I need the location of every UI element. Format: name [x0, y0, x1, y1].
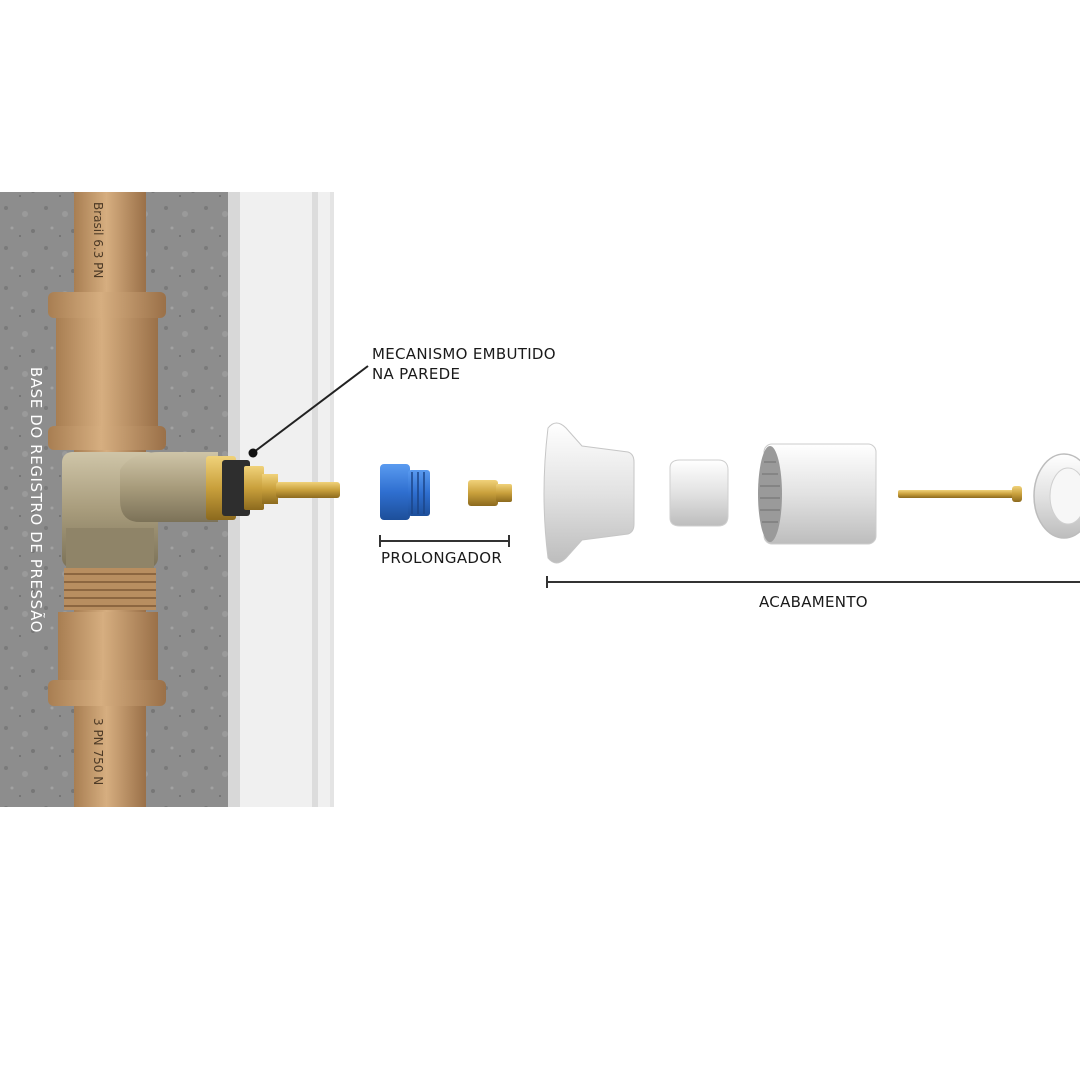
- mechanism-callout-dot: [248, 448, 258, 458]
- finish-sleeve: [669, 459, 729, 527]
- finish-handle: [758, 443, 877, 545]
- finish-bracket: [546, 576, 1080, 588]
- mechanism-callout-line: [253, 365, 369, 453]
- finish-cap: [1033, 453, 1080, 539]
- base-label: BASE DO REGISTRO DE PRESSÃO: [27, 366, 45, 634]
- finish-screw: [898, 486, 1022, 502]
- pipe-print-bottom: 3 PN 750 N: [91, 718, 105, 785]
- mechanism-label-line2: NA PAREDE: [372, 365, 461, 383]
- extender-blue-cap: [380, 464, 430, 520]
- pipe-print-top: Brasil 6.3 PN: [91, 202, 105, 278]
- finish-escutcheon: [543, 422, 635, 564]
- extender-brass-piece: [468, 480, 512, 506]
- valve-base-body: [62, 452, 340, 568]
- mechanism-label: MECANISMO EMBUTIDO NA PAREDE: [372, 344, 556, 384]
- mechanism-label-line1: MECANISMO EMBUTIDO: [372, 345, 556, 363]
- extender-label: PROLONGADOR: [381, 549, 503, 567]
- finish-label: ACABAMENTO: [759, 593, 868, 611]
- extender-bracket: [379, 535, 510, 547]
